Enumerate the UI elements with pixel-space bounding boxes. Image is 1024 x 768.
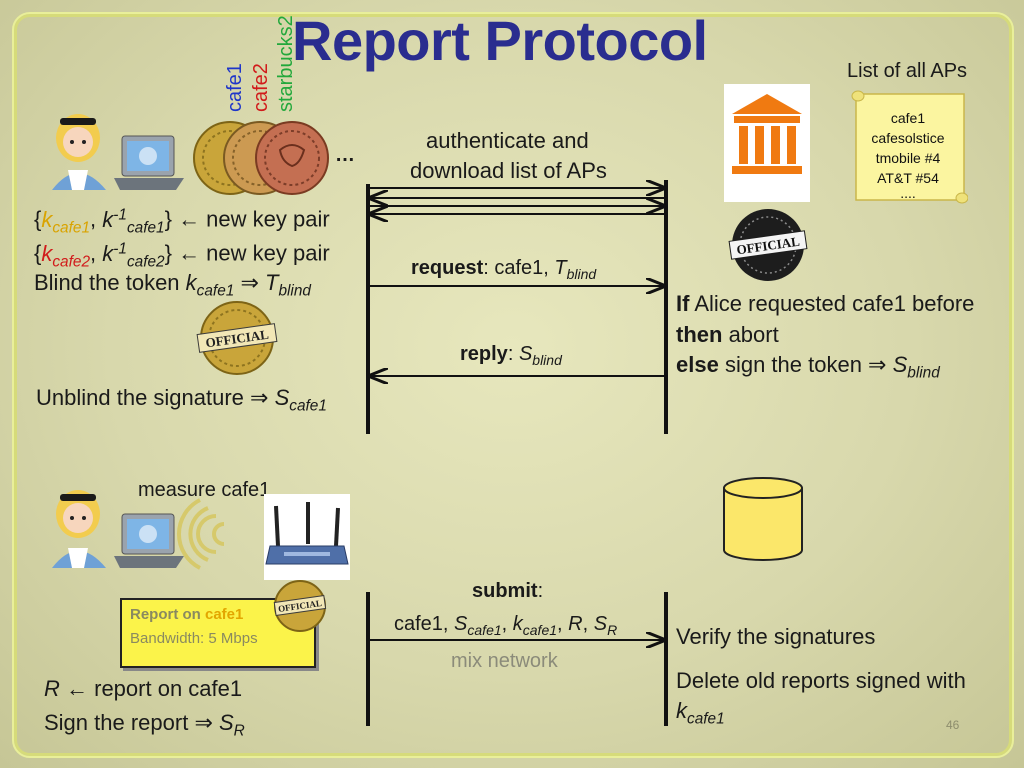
delete-line: Delete old reports signed with bbox=[676, 668, 966, 693]
reply-bold: reply bbox=[460, 343, 508, 365]
then-text: abort bbox=[722, 322, 779, 347]
sign-report-sub: R bbox=[233, 722, 245, 740]
reply-label: reply: Sblind bbox=[460, 343, 562, 368]
request-sub: blind bbox=[566, 265, 597, 282]
wifi-router-icon bbox=[265, 502, 349, 565]
note-bandwidth: Bandwidth: 5 Mbps bbox=[130, 630, 258, 647]
else-line: else sign the token ⇒ Sblind bbox=[676, 352, 940, 382]
then-line: then abort bbox=[676, 322, 779, 348]
bank-building-icon bbox=[732, 94, 802, 174]
reply-sub: blind bbox=[532, 351, 562, 368]
if-line: If Alice requested cafe1 before bbox=[676, 291, 974, 317]
keypair-line-2: {kcafe2, k-1cafe2} ← new key pair bbox=[34, 240, 330, 271]
ap-item-4: .... bbox=[900, 185, 916, 201]
blind-k-sub: cafe1 bbox=[196, 282, 235, 300]
keypair2-k-sub: cafe2 bbox=[52, 253, 91, 271]
submit-k-sub: cafe1 bbox=[522, 621, 558, 638]
ap-list-items: cafe1 cafesolstice tmobile #4 AT&T #54 .… bbox=[858, 108, 958, 201]
slide-frame bbox=[12, 12, 1014, 758]
keypair-line-1: {kcafe1, k-1cafe1} ← new key pair bbox=[34, 206, 330, 237]
official-coin-icon: OFFICIAL bbox=[196, 301, 278, 375]
label-cafe1: cafe1 bbox=[224, 63, 246, 112]
page-number: 46 bbox=[946, 718, 960, 732]
laptop-icon bbox=[114, 135, 184, 190]
auth-line-2: download list of APs bbox=[410, 158, 607, 183]
request-text: : cafe1, bbox=[483, 257, 555, 279]
ap-item-3: AT&T #54 bbox=[877, 170, 939, 186]
official-coin-small-icon: OFFICIAL bbox=[273, 580, 327, 632]
unblind-line: Unblind the signature ⇒ Scafe1 bbox=[36, 385, 327, 415]
mix-network-label: mix network bbox=[451, 650, 558, 672]
blind-prefix: Blind the token bbox=[34, 270, 186, 295]
delete-key-line: kcafe1 bbox=[676, 698, 725, 728]
note-report-line: Report on cafe1 bbox=[130, 606, 243, 623]
protocol-arrows bbox=[366, 180, 668, 726]
alice-measure-illustration bbox=[52, 490, 225, 570]
ellipsis: … bbox=[335, 144, 355, 166]
then-bold: then bbox=[676, 322, 723, 347]
ap-list-scroll bbox=[851, 90, 968, 204]
submit-s-sub: cafe1 bbox=[467, 621, 502, 638]
verify-line: Verify the signatures bbox=[676, 624, 876, 649]
router-panel bbox=[264, 494, 350, 580]
ap-list-title: List of all APs bbox=[847, 60, 968, 82]
sign-report-prefix: Sign the report bbox=[44, 710, 195, 735]
keypair1-k-sub: cafe1 bbox=[52, 219, 91, 237]
note-report-on: Report on bbox=[130, 606, 205, 623]
page-title: Report Protocol bbox=[292, 9, 708, 72]
blind-t-sub: blind bbox=[278, 282, 311, 300]
ap-item-2: tmobile #4 bbox=[875, 150, 941, 166]
unblind-prefix: Unblind the signature bbox=[36, 385, 251, 410]
wifi-signal-icon bbox=[177, 498, 225, 570]
official-stamp-icon: OFFICIAL bbox=[728, 209, 808, 281]
else-bold: else bbox=[676, 352, 719, 377]
alice-laptop-illustration-top bbox=[52, 114, 184, 190]
ap-item-0: cafe1 bbox=[890, 110, 926, 126]
else-sub: blind bbox=[907, 364, 940, 382]
unblind-sub: cafe1 bbox=[289, 397, 327, 415]
keypair1-suffix: ← new key pair bbox=[171, 206, 330, 232]
submit-label: submit: bbox=[472, 580, 543, 603]
report-line: R ← report on cafe1 bbox=[44, 676, 243, 701]
alice-icon bbox=[52, 114, 106, 190]
keypair2-suffix: ← new key pair bbox=[171, 240, 330, 266]
submit-bold: submit bbox=[472, 580, 538, 602]
label-cafe2: cafe2 bbox=[250, 63, 272, 112]
label-starbucks2: starbucks2 bbox=[275, 15, 297, 112]
keypair2-kinv-sub: cafe2 bbox=[126, 253, 165, 271]
delete-key-sub: cafe1 bbox=[687, 710, 725, 728]
authority-panel bbox=[724, 84, 810, 202]
note-report-ap: cafe1 bbox=[205, 606, 244, 623]
sign-report-line: Sign the report ⇒ SR bbox=[44, 710, 245, 740]
if-text: Alice requested cafe1 before bbox=[689, 291, 975, 316]
alice-icon-bottom bbox=[52, 490, 106, 568]
blind-token-line: Blind the token kcafe1 ⇒ Tblind bbox=[34, 270, 311, 300]
reply-text: : bbox=[507, 343, 519, 365]
database-icon bbox=[723, 477, 803, 561]
if-bold: If bbox=[676, 291, 690, 316]
ap-item-1: cafesolstice bbox=[871, 130, 945, 146]
keypair1-kinv-sub: cafe1 bbox=[126, 219, 165, 237]
laptop-icon-bottom bbox=[114, 513, 184, 568]
else-text: sign the token bbox=[718, 352, 869, 377]
request-label: request: cafe1, Tblind bbox=[411, 257, 597, 282]
measure-label: measure cafe1 bbox=[138, 479, 271, 501]
report-line-text: report on cafe1 bbox=[94, 676, 243, 701]
submit-contents: cafe1, Scafe1, kcafe1, R, SR bbox=[394, 613, 618, 638]
submit-r-sub: R bbox=[607, 621, 618, 638]
tokens-stack bbox=[193, 121, 329, 195]
auth-line-1: authenticate and bbox=[426, 128, 589, 153]
request-bold: request bbox=[411, 257, 484, 279]
submit-colon: : bbox=[537, 580, 544, 602]
